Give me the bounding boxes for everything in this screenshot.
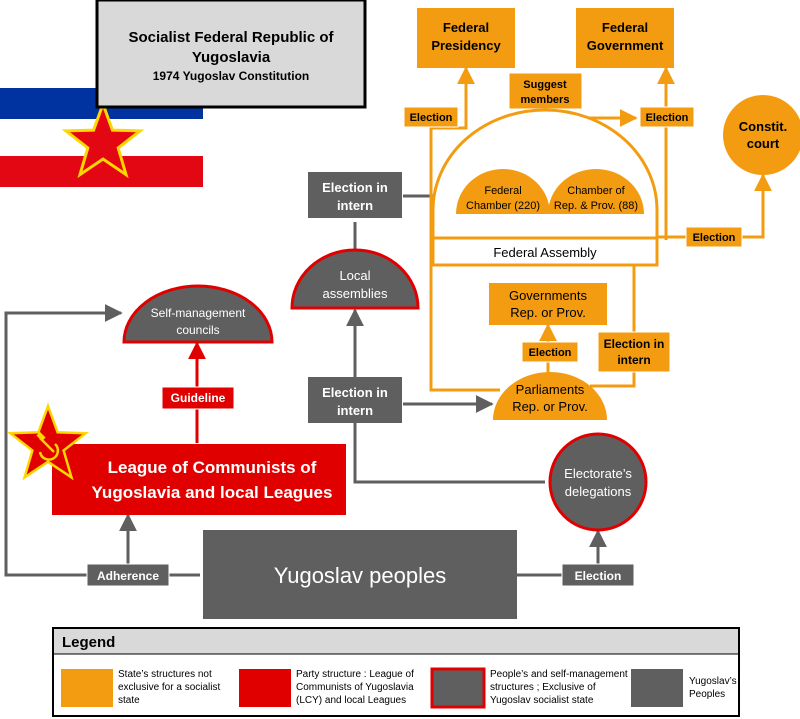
election-in-intern-mid: Election in intern — [308, 377, 402, 423]
chamber-rep-prov[interactable]: Chamber of Rep. & Prov. (88) — [548, 169, 644, 214]
legend: Legend State’s structures not exclusive … — [52, 627, 740, 717]
svg-text:Election: Election — [693, 232, 736, 244]
svg-text:Constit.: Constit. — [739, 119, 787, 134]
svg-text:Rep. or Prov.: Rep. or Prov. — [510, 305, 586, 320]
electorates-delegations[interactable]: Electorate’s delegations — [548, 432, 648, 532]
svg-text:League of Communists of: League of Communists of — [108, 458, 317, 477]
connector-parliaments-to-chamber — [590, 212, 643, 388]
svg-text:Election in: Election in — [322, 385, 388, 400]
svg-text:Election: Election — [646, 112, 689, 124]
svg-text:Election: Election — [575, 569, 622, 583]
svg-text:Rep. or Prov.: Rep. or Prov. — [512, 399, 588, 414]
federal-government[interactable]: Federal Government — [576, 8, 674, 68]
governments-rep-prov[interactable]: Governments Rep. or Prov. — [489, 283, 607, 325]
league-of-communists[interactable]: League of Communists of Yugoslavia and l… — [52, 444, 346, 515]
svg-text:intern: intern — [617, 353, 650, 367]
svg-text:Yugoslav socialist state: Yugoslav socialist state — [490, 695, 594, 706]
svg-text:Election: Election — [410, 112, 453, 124]
svg-text:State’s structures not: State’s structures not — [118, 669, 212, 680]
federal-chamber[interactable]: Federal Chamber (220) — [456, 169, 550, 214]
connector-delegations-to-local — [346, 308, 545, 484]
svg-text:Election: Election — [529, 347, 572, 359]
svg-text:Chamber of: Chamber of — [567, 185, 625, 197]
svg-text:delegations: delegations — [565, 484, 632, 499]
title-line1: Socialist Federal Republic of — [128, 29, 334, 46]
svg-text:assemblies: assemblies — [322, 286, 388, 301]
legend-item-state-structures: State’s structures not exclusive for a s… — [61, 669, 220, 707]
election-peoples-label: Election — [561, 563, 635, 587]
svg-text:Election in: Election in — [322, 180, 388, 195]
svg-text:Self-management: Self-management — [151, 306, 246, 320]
yugoslav-peoples[interactable]: Yugoslav peoples — [203, 530, 517, 619]
federal-assembly[interactable]: Federal Assembly — [431, 108, 659, 267]
svg-text:Rep. & Prov. (88): Rep. & Prov. (88) — [554, 200, 638, 212]
svg-text:intern: intern — [337, 403, 373, 418]
svg-text:Yugoslavia and local Leagues: Yugoslavia and local Leagues — [92, 483, 333, 502]
local-assemblies[interactable]: Local assemblies — [290, 248, 420, 310]
svg-text:councils: councils — [176, 323, 219, 337]
svg-text:Government: Government — [587, 38, 664, 53]
svg-text:Communists of Yugoslavia: Communists of Yugoslavia — [296, 682, 414, 693]
election-government-label: Election — [639, 106, 695, 128]
election-in-intern-right: Election in intern — [597, 331, 671, 373]
federal-presidency[interactable]: Federal Presidency — [417, 8, 515, 68]
svg-text:Local: Local — [339, 268, 370, 283]
guideline-label: Guideline — [161, 386, 235, 410]
svg-text:exclusive for a socialist: exclusive for a socialist — [118, 682, 220, 693]
parliaments-rep-prov[interactable]: Parliaments Rep. or Prov. — [493, 372, 607, 420]
svg-text:structures ; Exclusive of: structures ; Exclusive of — [490, 682, 596, 693]
legend-item-peoples-self-management: People’s and self-management structures … — [430, 667, 628, 709]
svg-text:members: members — [521, 94, 570, 106]
svg-text:state: state — [118, 695, 140, 706]
constitutional-court[interactable]: Constit. court — [723, 95, 800, 175]
election-governments-label: Election — [521, 341, 579, 363]
self-management-councils[interactable]: Self-management councils — [122, 284, 274, 344]
svg-text:Yugoslav peoples: Yugoslav peoples — [274, 563, 446, 588]
legend-item-yugoslav-peoples: Yugoslav’s Peoples — [631, 669, 737, 707]
legend-item-party-structure: Party structure : League of Communists o… — [239, 669, 414, 707]
title-subtitle: 1974 Yugoslav Constitution — [153, 69, 309, 83]
election-court-label: Election — [685, 226, 743, 248]
svg-text:Suggest: Suggest — [523, 79, 567, 91]
flag-star-icon — [61, 99, 145, 179]
election-in-intern-top: Election in intern — [308, 172, 402, 218]
svg-text:Adherence: Adherence — [97, 569, 159, 583]
title-line2: Yugoslavia — [192, 49, 271, 66]
svg-text:Presidency: Presidency — [431, 38, 501, 53]
svg-text:intern: intern — [337, 198, 373, 213]
svg-text:Election in: Election in — [604, 337, 665, 351]
suggest-members-label: Suggest members — [508, 72, 583, 110]
svg-text:Party structure : League of: Party structure : League of — [296, 669, 414, 680]
svg-text:Governments: Governments — [509, 288, 588, 303]
svg-text:Guideline: Guideline — [171, 391, 226, 405]
adherence-label: Adherence — [86, 563, 170, 587]
connector-parliaments-to-presidency — [429, 66, 500, 392]
svg-text:Parliaments: Parliaments — [516, 382, 585, 397]
svg-text:Chamber (220): Chamber (220) — [466, 200, 540, 212]
federal-assembly-label: Federal Assembly — [493, 245, 597, 260]
svg-text:People’s and self-management: People’s and self-management — [490, 669, 628, 680]
svg-text:Federal: Federal — [443, 20, 489, 35]
svg-text:Yugoslav’s: Yugoslav’s — [689, 676, 737, 687]
election-presidency-label: Election — [403, 106, 459, 128]
svg-text:Federal: Federal — [602, 20, 648, 35]
legend-title: Legend — [62, 634, 115, 651]
federal-assembly-dome — [431, 108, 659, 267]
title-box: Socialist Federal Republic of Yugoslavia… — [95, 0, 367, 109]
svg-text:Peoples: Peoples — [689, 689, 725, 700]
hammer-sickle-star-icon — [6, 402, 90, 481]
svg-text:Federal: Federal — [484, 185, 521, 197]
svg-text:(LCY) and local Leagues: (LCY) and local Leagues — [296, 695, 406, 706]
svg-text:court: court — [747, 136, 780, 151]
svg-text:Electorate’s: Electorate’s — [564, 466, 632, 481]
